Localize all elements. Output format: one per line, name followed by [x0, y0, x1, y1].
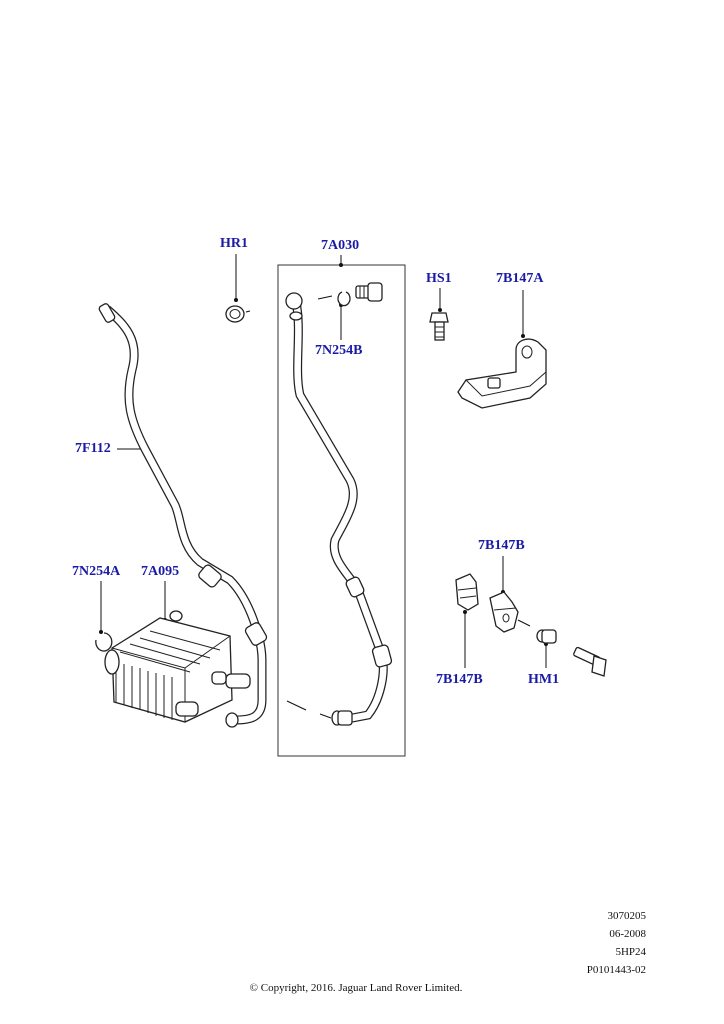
transmission-code: 5HP24	[615, 946, 646, 958]
bolt-hs1	[429, 312, 449, 341]
oil-cooler-7a095	[104, 610, 251, 723]
bracket-7b147a	[457, 338, 547, 409]
callout-hs1: HS1	[426, 271, 452, 286]
union-nut	[355, 282, 383, 302]
clip-ring-7n254a	[95, 632, 113, 652]
part-reference: P0101443-02	[586, 964, 646, 976]
callout-7b147b-top: 7B147B	[478, 538, 525, 553]
callout-7b147b-bottom: 7B147B	[436, 672, 483, 687]
callout-7b147a: 7B147A	[496, 271, 544, 286]
tube-7f112	[98, 303, 268, 728]
callout-7n254a: 7N254A	[72, 564, 121, 579]
diagram-date: 06-2008	[609, 928, 646, 940]
callout-7a030: 7A030	[321, 238, 360, 253]
tube-7a030	[285, 292, 393, 726]
clip-7b147b-left	[455, 573, 479, 611]
callout-hm1: HM1	[528, 672, 560, 687]
clip-ring-7n254b	[337, 291, 351, 307]
callout-7f112: 7F112	[75, 441, 111, 456]
copyright-notice: © Copyright, 2016. Jaguar Land Rover Lim…	[249, 982, 463, 994]
spacer-and-bolt-hm1	[536, 629, 607, 677]
callout-7n254b: 7N254B	[315, 343, 363, 358]
diagram-code: 3070205	[607, 910, 647, 922]
callout-7a095: 7A095	[141, 564, 180, 579]
clip-7b147b-right	[489, 591, 519, 633]
callout-hr1: HR1	[220, 236, 248, 251]
o-ring-hr1	[225, 305, 245, 323]
